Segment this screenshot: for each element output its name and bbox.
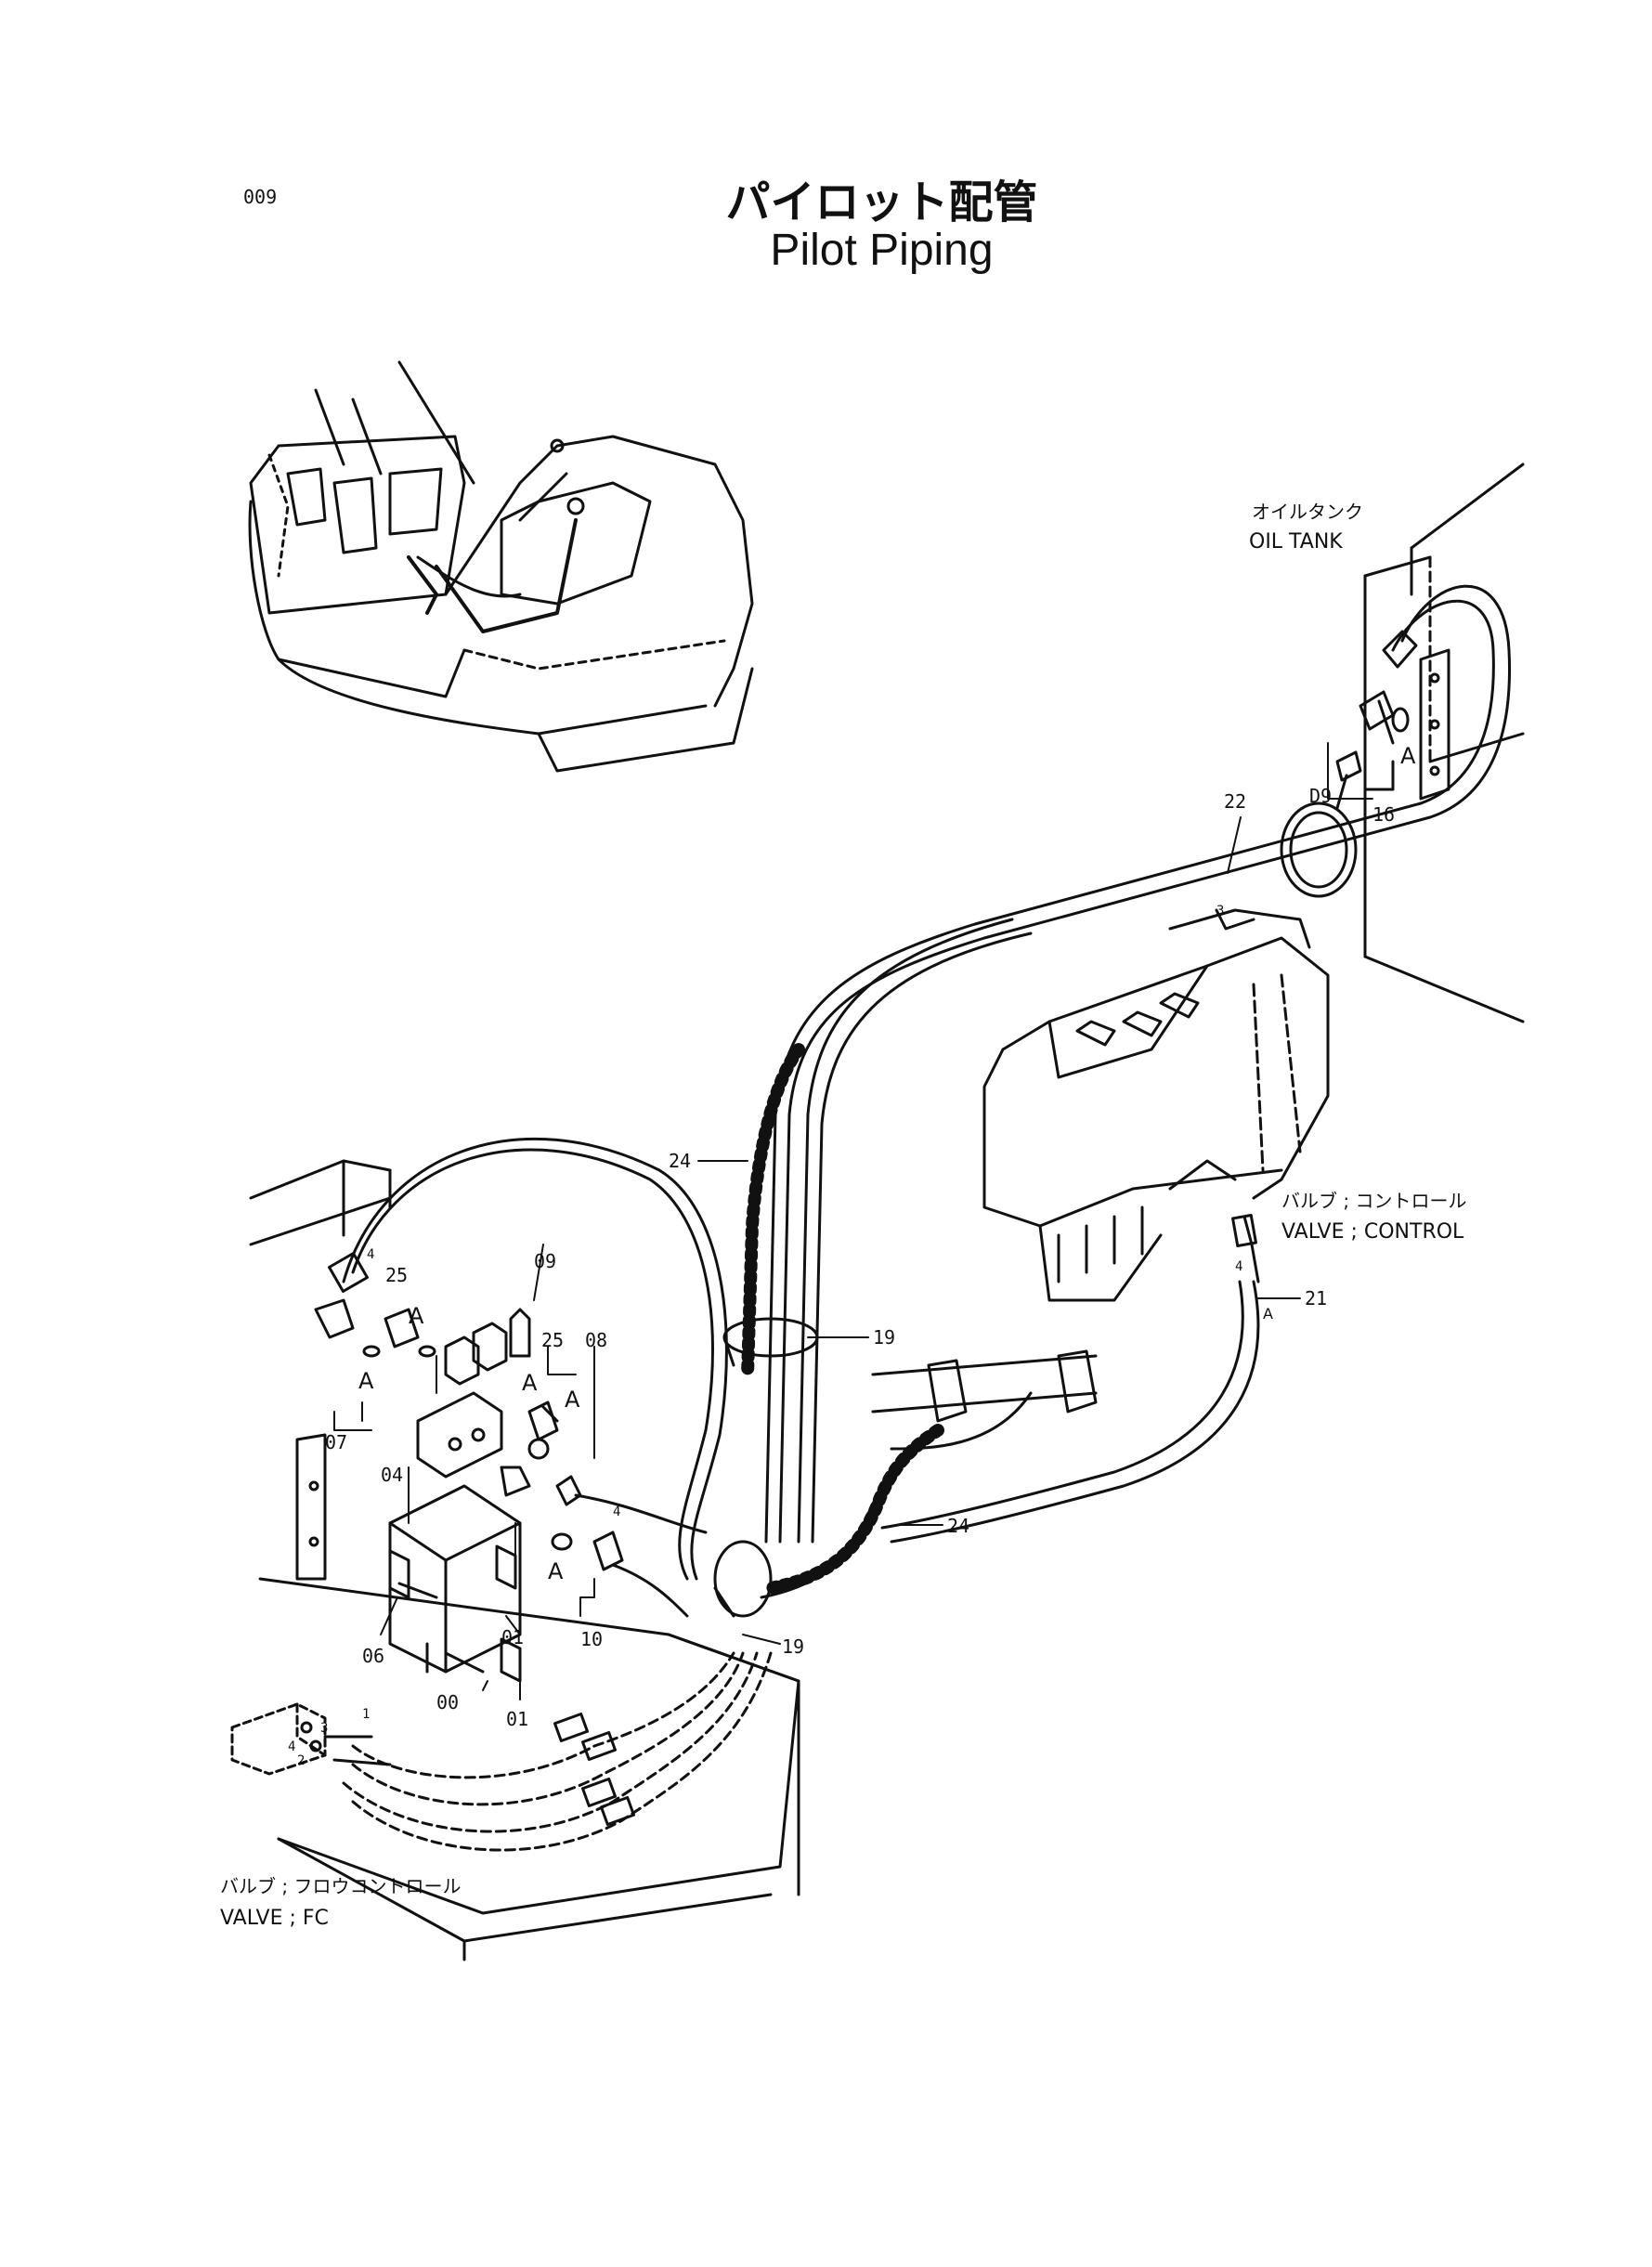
part-04-label: 04 (381, 1464, 403, 1486)
hose-clamp-22 (1280, 801, 1358, 898)
spiral-guard-24-right (760, 1424, 944, 1599)
port-3-label: 3 (320, 1721, 328, 1736)
leader-lines (333, 742, 1373, 1700)
oil-tank-label-en: OIL TANK (1249, 530, 1343, 554)
part-01-label-upper: 01 (501, 1626, 524, 1648)
valve-control-label-en: VALVE ; CONTROL (1281, 1220, 1464, 1244)
page-number: 009 (243, 186, 278, 208)
part-21-label: 21 (1305, 1287, 1327, 1309)
excavator-overview (248, 360, 754, 773)
detail-mark-a: A (548, 1558, 564, 1584)
callout-labels: オイルタンク OIL TANK バルブ ; コントロール VALVE ; CON… (220, 501, 1466, 1930)
oil-tank-label-jp: オイルタンク (1252, 501, 1363, 523)
bracket-fittings (314, 1298, 708, 1683)
part-07-label: 07 (325, 1431, 347, 1453)
part-08-label: 08 (585, 1329, 607, 1351)
part-24-label-lower: 24 (947, 1515, 969, 1537)
hose-clamp-19-lower (713, 1540, 773, 1618)
part-number-labels: 22 D9 16 24 19 21 24 19 09 25 25 08 07 0… (325, 785, 1395, 1730)
part-00-label: 00 (436, 1691, 459, 1713)
frame-panel (249, 1159, 800, 1961)
solenoid-bracket (295, 1308, 531, 1674)
hose-22 (764, 584, 1512, 1544)
valve-control-label-jp: バルブ ; コントロール (1281, 1190, 1466, 1212)
port-4-label: 4 (613, 1505, 620, 1519)
port-4-label: 4 (288, 1739, 295, 1754)
part-09-label: 09 (534, 1250, 556, 1272)
part-19-label-upper: 19 (873, 1326, 895, 1348)
hose-21 (880, 1213, 1260, 1544)
port-2-label: 2 (297, 1753, 305, 1768)
control-valve (982, 908, 1330, 1302)
fc-dashed-hoses (342, 1651, 773, 1852)
part-22-label: 22 (1224, 790, 1246, 813)
detail-mark-a: A (1263, 1305, 1273, 1322)
flow-control-valve (230, 1702, 392, 1776)
part-19-label-lower: 19 (782, 1635, 804, 1658)
oil-tank-fittings (1335, 630, 1418, 810)
detail-marks: A A A A A A A (358, 743, 1416, 1584)
page-title-jp: パイロット配管 (725, 176, 1038, 228)
spiral-guard-24-left (741, 1043, 805, 1381)
detail-mark-a: A (565, 1387, 580, 1413)
part-16-label: 16 (1372, 803, 1395, 826)
part-06-label: 06 (362, 1645, 384, 1667)
hose-to-solenoid (328, 1137, 728, 1581)
part-01-label-lower: 01 (506, 1708, 528, 1730)
port-3-label: 3 (1216, 904, 1224, 919)
port-number-labels: 4 4 4 3 1 2 3 4 (288, 904, 1242, 1768)
part-24-label-upper: 24 (669, 1150, 691, 1172)
fc-hose-fittings (553, 1712, 636, 1827)
part-25-label-left: 25 (385, 1264, 408, 1286)
detail-mark-a: A (358, 1368, 374, 1394)
valve-fc-label-jp: バルブ ; フロウコントロール (220, 1875, 461, 1897)
port-4-label: 4 (367, 1247, 374, 1262)
valve-fc-label-en: VALVE ; FC (220, 1907, 329, 1930)
port-1-label: 1 (362, 1707, 370, 1722)
page-title-en: Pilot Piping (770, 226, 994, 275)
part-10-label: 10 (580, 1628, 603, 1650)
part-25-label-right: 25 (541, 1329, 564, 1351)
detail-mark-a: A (1400, 743, 1416, 769)
port-4-label: 4 (1235, 1259, 1242, 1274)
detail-mark-a: A (522, 1370, 538, 1396)
detail-mark-a: A (409, 1303, 424, 1329)
return-hoses (871, 1349, 1098, 1451)
part-d9-label: D9 (1309, 785, 1332, 807)
